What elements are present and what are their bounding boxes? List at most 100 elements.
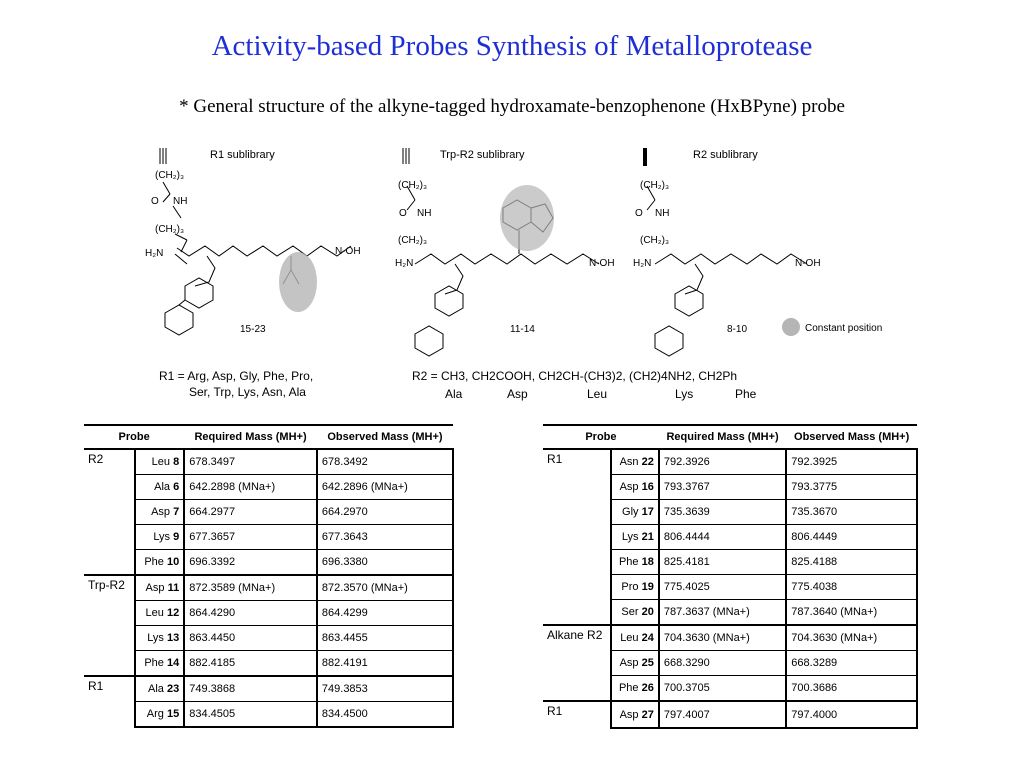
observed-mass-cell: 749.3853 <box>315 675 455 702</box>
svg-text:N-OH: N-OH <box>589 258 615 269</box>
svg-text:(CH₂)₃: (CH₂)₃ <box>155 170 184 181</box>
probe-number: 8 <box>173 456 180 468</box>
required-mass-cell: 834.4505 <box>183 701 317 728</box>
probe-header: Probe <box>543 424 659 450</box>
probe-name: Arg <box>146 708 164 720</box>
observed-mass-cell: 872.3570 (MNa+) <box>315 574 455 601</box>
r2-name-leu: Leu <box>587 387 607 401</box>
probe-name: Asp <box>619 481 639 493</box>
slide-title: Activity-based Probes Synthesis of Metal… <box>211 30 813 62</box>
svg-text:(CH₂)₃: (CH₂)₃ <box>398 180 427 191</box>
probe-name: Pro <box>621 581 639 593</box>
observed-mass-cell: 825.4188 <box>785 549 918 575</box>
observed-mass-cell: 863.4455 <box>315 625 455 651</box>
probe-name: Asn <box>619 456 639 468</box>
trp-r2-sublibrary-label: Trp-R2 sublibrary <box>440 149 525 161</box>
r1-list-line2: Ser, Trp, Lys, Asn, Ala <box>189 385 306 399</box>
probe-name: Asp <box>151 506 171 518</box>
probe-cell: Ala 23 <box>133 675 185 702</box>
probe-name: Lys <box>621 531 639 543</box>
svg-text:NH: NH <box>173 196 187 207</box>
r2-sublibrary-label: R2 sublibrary <box>693 149 758 161</box>
observed-mass-cell: 793.3775 <box>785 474 918 500</box>
probe-cell: Lys 21 <box>610 524 659 550</box>
required-mass-cell: 677.3657 <box>183 524 317 550</box>
probe-cell: Asp 11 <box>133 574 185 601</box>
r2-name-ala: Ala <box>445 387 463 401</box>
observed-mass-cell: 735.3670 <box>785 499 918 525</box>
observed-mass-cell: 642.2896 (MNa+) <box>315 474 455 500</box>
svg-text:(CH₂)₃: (CH₂)₃ <box>398 235 427 246</box>
observed-mass-cell: 677.3643 <box>315 524 455 550</box>
svg-text:O: O <box>635 208 643 219</box>
probe-group-label: R2 <box>88 452 104 466</box>
observed-mass-cell: 882.4191 <box>315 650 455 677</box>
svg-text:O: O <box>151 196 159 207</box>
required-mass-cell: 668.3290 <box>657 650 787 676</box>
observed-mass-cell: 678.3492 <box>315 449 455 475</box>
probe-cell: Leu 8 <box>133 449 185 475</box>
probe-name: Phe <box>618 682 639 694</box>
structure-labels: R1 sublibrary Trp-R2 sublibrary R2 subli… <box>159 149 882 401</box>
probe-name: Lys <box>147 632 164 644</box>
probe-header: Probe <box>84 424 185 450</box>
required-mass-cell: 704.3630 (MNa+) <box>657 624 787 651</box>
probe-number: 13 <box>166 632 180 644</box>
compound-range-3: 8-10 <box>727 324 747 335</box>
observed-mass-cell: 668.3289 <box>785 650 918 676</box>
r1-sublibrary-label: R1 sublibrary <box>210 149 275 161</box>
required-mass-cell: 863.4450 <box>183 625 317 651</box>
probe-name: Ala <box>154 481 171 493</box>
r2-name-asp: Asp <box>507 387 528 401</box>
probe-name: Leu <box>145 607 164 619</box>
required-mass-cell: 735.3639 <box>657 499 787 525</box>
probe-number: 23 <box>166 683 180 695</box>
compound-range-2: 11-14 <box>510 324 535 335</box>
svg-text:O: O <box>399 208 407 219</box>
observed-mass-cell: 864.4299 <box>315 600 455 626</box>
probe-cell: Phe 18 <box>610 549 659 575</box>
probe-name: Asp <box>619 657 639 669</box>
probe-cell: Ser 20 <box>610 599 659 626</box>
compound-range-1: 15-23 <box>240 324 266 335</box>
probe-cell: Asp 25 <box>610 650 659 676</box>
observed-mass-cell: 792.3925 <box>785 449 918 475</box>
required-mass-cell: 664.2977 <box>183 499 317 525</box>
svg-text:(CH₂)₃: (CH₂)₃ <box>640 235 669 246</box>
observed-mass-cell: 775.4038 <box>785 574 918 600</box>
r2-name-phe: Phe <box>735 387 757 401</box>
observed-mass-header: Observed Mass (MH+) <box>786 424 917 450</box>
probe-cell: Asp 16 <box>610 474 659 500</box>
required-mass-cell: 864.4290 <box>183 600 317 626</box>
probe-number: 25 <box>641 657 654 669</box>
probe-cell: Phe 14 <box>133 650 185 677</box>
required-mass-header: Required Mass (MH+) <box>184 424 317 450</box>
probe-name: Phe <box>144 556 164 568</box>
probe-name: Asp <box>619 708 639 721</box>
probe-number: 21 <box>641 531 654 543</box>
probe-number: 18 <box>641 556 654 568</box>
probe-number: 7 <box>173 506 180 518</box>
svg-text:(CH₂)₃: (CH₂)₃ <box>640 180 669 191</box>
probe-group-label: R1 <box>84 675 135 727</box>
observed-mass-cell: 700.3686 <box>785 675 918 702</box>
required-mass-cell: 642.2898 (MNa+) <box>183 474 317 500</box>
observed-mass-cell: 664.2970 <box>315 499 455 525</box>
required-mass-cell: 749.3868 <box>183 675 317 702</box>
probe-number: 19 <box>641 581 654 593</box>
required-mass-cell: 700.3705 <box>657 675 787 702</box>
probe-number: 14 <box>166 657 180 669</box>
probe-number: 6 <box>173 481 180 493</box>
